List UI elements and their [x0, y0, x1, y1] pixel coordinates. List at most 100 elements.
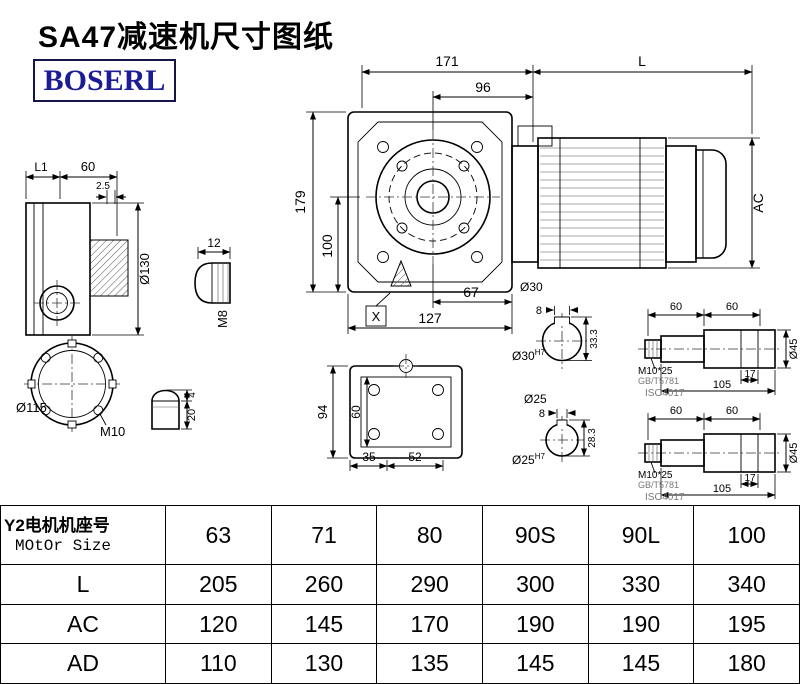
label-thread-b: M10*25: [638, 470, 673, 481]
label-M10: M10: [100, 424, 125, 439]
hub-section-hatched: [89, 239, 129, 297]
flange-view: Ø115 M10: [16, 336, 125, 439]
row-label-AC: AC: [0, 603, 166, 645]
plug-shape: [194, 262, 231, 304]
motor-size-col-80: 80: [376, 504, 483, 566]
dim-dia45: Ø45: [788, 339, 800, 360]
page-title: SA47减速机尺寸图纸: [38, 21, 335, 54]
dim-35: 35: [362, 450, 376, 464]
oil-plug-mark: [390, 259, 412, 287]
dim-127: 127: [418, 310, 442, 326]
table-cell: 130: [270, 643, 378, 684]
motor-size-col-90S: 90S: [481, 504, 589, 566]
ac-dimension: AC: [668, 137, 766, 269]
label-iso-standard-b: ISO4017: [645, 492, 685, 503]
section-dia25: Ø25 8 28.3 Ø25H7: [512, 392, 598, 467]
table-cell: 145: [481, 643, 589, 684]
dim-dia45-b: Ø45: [788, 443, 800, 464]
dim-179: 179: [292, 190, 308, 214]
label-gb-standard: GB/T5781: [638, 376, 679, 386]
label-gb-standard-b: GB/T5781: [638, 480, 679, 490]
table-cell: 205: [165, 564, 272, 605]
dim-60a-b: 60: [670, 405, 682, 417]
height-dimensions: 179 100: [292, 111, 360, 293]
dim-12: 12: [207, 236, 221, 250]
dim-105: 105: [713, 379, 731, 391]
dim-171: 171: [435, 53, 459, 69]
gearbox-face-plate: [357, 121, 503, 283]
motor-size-table: Y2电机机座号 MOtOr Size 63 71 80 90S 90L 100 …: [0, 504, 800, 684]
dim-60b: 60: [726, 301, 738, 313]
table-cell: 190: [587, 603, 695, 645]
label-thread: M10*25: [638, 366, 673, 377]
front-view: [347, 111, 513, 293]
pin-detail: 4 20: [151, 389, 198, 430]
top-dimensions: 171 L 96: [361, 53, 753, 142]
table-cell: 180: [693, 643, 800, 684]
label-dia25H7: Ø25H7: [512, 452, 545, 467]
dim-33-3: 33.3: [589, 329, 600, 349]
dim-52: 52: [408, 450, 422, 464]
motor-body: [537, 137, 667, 269]
dia30-tolerance: H7: [535, 348, 546, 357]
table-cell: 110: [165, 643, 272, 684]
dim-8-keyway30: 8: [536, 305, 542, 317]
motor-size-col-71: 71: [270, 504, 378, 566]
table-row-AC: AC 120 145 170 190 190 195: [0, 603, 800, 645]
label-dia30: Ø30: [520, 280, 543, 294]
shaft-end-view-lower: 60 60 17 105 Ø45 M10*25 GB/T5781 ISO401: [638, 405, 800, 503]
shaft-end-view-upper: 60 60 17 105 Ø45 M10*25 GB/T5781 ISO401: [638, 301, 800, 399]
motor-cooling-fins: [540, 147, 664, 261]
table-header-en: MOtOr Size: [15, 536, 112, 555]
boserl-logo-text: BOSERL: [43, 63, 166, 97]
table-row-L: L 205 260 290 300 330 340: [0, 564, 800, 605]
shaft-body-45: [703, 329, 776, 369]
motor-size-col-100: 100: [693, 504, 800, 566]
dim-60b-b: 60: [726, 405, 738, 417]
x-mark: X: [372, 309, 381, 324]
dim-96: 96: [475, 79, 491, 95]
keyway-25: [556, 419, 568, 426]
table-cell: 190: [481, 603, 589, 645]
pin-shape: [151, 389, 180, 430]
row-label-L: L: [0, 564, 166, 605]
motor-size-col-90L: 90L: [587, 504, 695, 566]
dim-17-b: 17: [744, 473, 756, 484]
motor-view: [511, 125, 727, 269]
table-cell: 135: [376, 643, 483, 684]
table-cell: 340: [693, 564, 800, 605]
dia25-value: Ø25: [512, 453, 535, 467]
dim-105-b: 105: [713, 483, 731, 495]
table-cell: 300: [481, 564, 589, 605]
motor-size-col-63: 63: [165, 504, 272, 566]
table-cell: 145: [587, 643, 695, 684]
gearbox-housing-outline: [347, 111, 513, 293]
dim-L1: L1: [34, 160, 48, 174]
dim-94: 94: [315, 405, 330, 419]
label-dia25-plain: Ø25: [524, 392, 547, 406]
motor-fan-cowl: [695, 149, 727, 259]
dim-dia115: Ø115: [16, 400, 47, 415]
dim-60-side: 60: [81, 159, 95, 174]
label-dia30H7: Ø30H7: [512, 348, 545, 363]
table-row-AD: AD 110 130 135 145 145 180: [0, 643, 800, 684]
label-iso-standard: ISO4017: [645, 388, 685, 399]
table-cell: 170: [376, 603, 483, 645]
dim-17: 17: [744, 369, 756, 380]
dim-100: 100: [319, 234, 335, 258]
shaft-body-45-b: [703, 433, 776, 473]
dim-20: 20: [186, 409, 198, 421]
dim-28-3: 28.3: [587, 428, 598, 448]
motor-lifting-lug: [517, 125, 553, 147]
dim-2-5: 2.5: [96, 181, 110, 192]
row-label-AD: AD: [0, 643, 166, 684]
dim-L: L: [638, 53, 646, 69]
side-view: L1 60 2.5 Ø130: [25, 159, 152, 336]
table-cell: 195: [693, 603, 800, 645]
table-cell: 120: [165, 603, 272, 645]
dim-AC: AC: [750, 193, 766, 212]
table-header-row: Y2电机机座号 MOtOr Size 63 71 80 90S 90L 100: [0, 504, 800, 566]
keyway-30: [554, 316, 570, 325]
technical-drawing: 171 L 96 179 100 AC: [16, 53, 800, 503]
